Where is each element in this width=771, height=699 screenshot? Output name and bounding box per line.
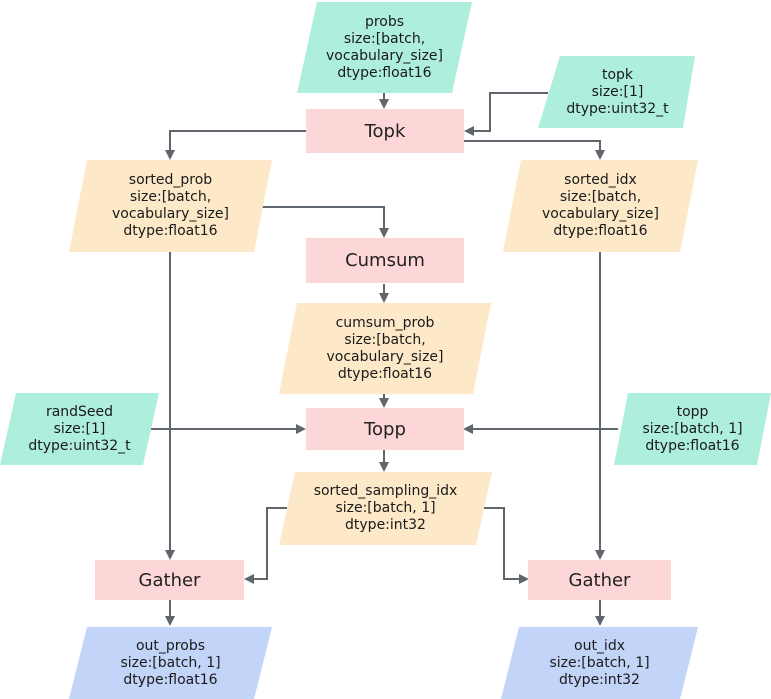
out-probs-tensor-shape	[69, 627, 272, 699]
edge-sorted-prob-to-cumsum	[262, 206, 389, 238]
edges	[150, 92, 618, 626]
sorted-idx-tensor-shape	[503, 160, 698, 252]
topk-tensor-shape	[538, 56, 695, 128]
edge-topk-to-sorted-idx	[464, 140, 605, 160]
topp-tensor-shape	[614, 393, 771, 465]
operator-shapes	[95, 109, 671, 600]
gather-left-op-box	[95, 560, 244, 600]
sampling-idx-tensor-shape	[279, 472, 492, 545]
randseed-tensor-shape	[0, 393, 159, 465]
edge-sampling-idx-to-gather-right	[484, 507, 529, 584]
edge-sampling-idx-to-gather-left	[244, 507, 287, 584]
topk-op-box	[306, 109, 464, 153]
topp-op-box	[306, 408, 464, 450]
cumsum-op-box	[306, 238, 464, 283]
gather-right-op-box	[528, 560, 671, 600]
probs-tensor-shape	[297, 2, 472, 93]
out-idx-tensor-shape	[501, 627, 698, 699]
sorted-prob-tensor-shape	[69, 160, 272, 252]
edge-topk-param-to-topk	[464, 92, 548, 136]
edge-topk-to-sorted-prob	[165, 130, 306, 160]
cumsum-prob-tensor-shape	[279, 303, 491, 394]
